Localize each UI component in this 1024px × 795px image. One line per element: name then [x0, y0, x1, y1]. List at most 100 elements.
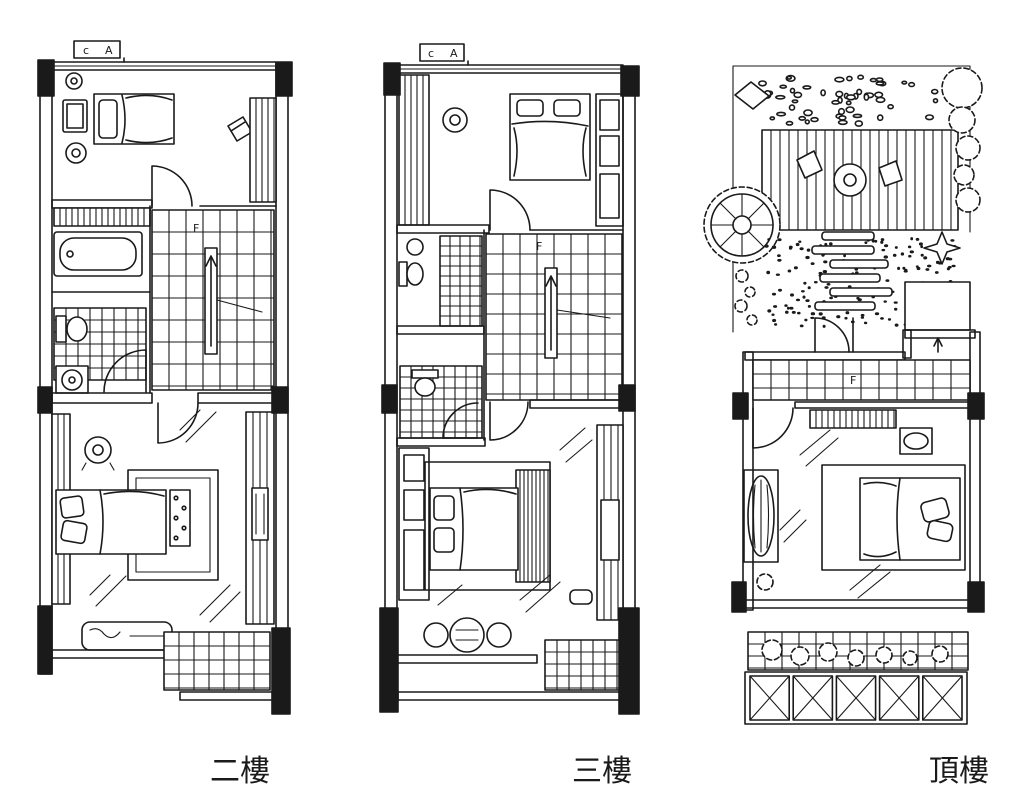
staircase: F	[485, 233, 623, 401]
stair-walk-line	[216, 299, 263, 313]
gravel-dot	[789, 293, 794, 297]
pebble	[789, 87, 796, 94]
gravel-dot	[892, 253, 897, 257]
bathtub-drain	[66, 250, 74, 258]
gravel-dot	[920, 253, 924, 257]
stepping-stone	[814, 301, 876, 311]
gravel-dot	[807, 304, 812, 308]
roof-railing	[744, 671, 968, 725]
gravel-dot	[766, 270, 771, 275]
bed	[93, 93, 175, 145]
bathroom	[396, 365, 486, 447]
bathtub-basin	[59, 237, 137, 271]
floor-tiles	[439, 235, 483, 327]
pebble	[924, 114, 935, 121]
door-swing	[103, 349, 147, 393]
gravel-dot	[829, 296, 834, 300]
bed	[859, 477, 961, 561]
lower-bedroom	[51, 409, 275, 651]
tree-branches	[710, 193, 774, 257]
railing-panels	[749, 675, 963, 721]
gravel-dot	[788, 245, 793, 250]
chair-back	[230, 121, 246, 132]
nightstand-lamp-core	[70, 77, 78, 85]
gravel-dot	[822, 270, 828, 274]
structural-column	[275, 61, 293, 97]
pebble	[769, 116, 776, 121]
pebble	[863, 93, 870, 101]
shrub	[734, 299, 748, 313]
door-swing	[151, 165, 193, 207]
floor-plan-3f: c A	[379, 43, 640, 789]
storage-closet	[53, 207, 151, 227]
cabinet	[595, 93, 624, 227]
floor-label: 二樓	[210, 754, 270, 789]
gravel-dot	[894, 246, 898, 249]
structural-column	[379, 607, 399, 713]
gravel-dot	[807, 286, 811, 290]
pillow	[433, 495, 455, 521]
lower-bedroom	[398, 424, 624, 621]
gravel-dot	[844, 316, 848, 320]
structural-column	[618, 384, 636, 412]
bed-blanket	[121, 94, 173, 144]
gravel-dot	[854, 271, 859, 274]
grid-frame	[515, 469, 551, 583]
gravel-dot	[799, 247, 804, 251]
shrub	[746, 314, 758, 326]
staircase: F	[151, 209, 275, 391]
garden-chair	[796, 150, 823, 179]
pebble	[845, 100, 852, 106]
bush	[761, 639, 783, 661]
pebble	[785, 120, 794, 126]
gravel-dot	[864, 241, 868, 245]
gravel-dot	[900, 252, 905, 256]
structural-column	[381, 384, 398, 414]
door-swing	[489, 189, 531, 231]
pebble	[856, 88, 863, 96]
gravel-dot	[915, 237, 920, 241]
bed-blanket	[459, 487, 517, 571]
gravel-dot	[824, 242, 828, 246]
gravel-dot	[803, 281, 807, 285]
structural-column	[731, 581, 747, 613]
gravel-dot	[784, 304, 788, 307]
door-swing	[442, 402, 479, 439]
plan-tag-letter: c	[428, 47, 434, 60]
star-ornament	[923, 231, 961, 265]
cabinet-door	[403, 489, 425, 521]
round-side-table	[442, 107, 468, 133]
pebble	[803, 109, 813, 117]
pebble	[776, 111, 787, 117]
gravel-dot	[880, 240, 884, 244]
structural-column	[967, 392, 985, 420]
pebble	[810, 116, 819, 123]
garden-table-top	[843, 173, 857, 187]
gravel-dot	[904, 268, 908, 272]
bed-blanket	[99, 489, 165, 555]
gravel-dot	[880, 238, 885, 242]
pebble	[837, 119, 848, 126]
balcony-tiles	[163, 631, 271, 691]
lounge-chair	[734, 81, 770, 110]
gravel-dot	[802, 295, 806, 299]
pillow	[920, 497, 950, 523]
gravel-dot	[789, 306, 794, 310]
plan-tag-box	[419, 43, 465, 62]
gravel-dot	[806, 248, 811, 252]
ottoman-button	[173, 495, 179, 501]
staircase: F	[752, 337, 971, 401]
gravel-dot	[863, 321, 868, 325]
gravel-dot	[926, 264, 932, 268]
gravel-dot	[777, 238, 782, 242]
pebble-border	[757, 74, 939, 127]
pillow	[553, 99, 581, 117]
gravel-dot	[771, 245, 777, 249]
side-cabinet	[62, 99, 88, 133]
bush	[847, 649, 865, 667]
sink-basin	[903, 432, 929, 450]
gravel-dot	[823, 260, 828, 264]
gravel-dot	[874, 312, 880, 316]
railing-cross	[792, 675, 833, 721]
floor-label: 頂樓	[929, 754, 989, 789]
